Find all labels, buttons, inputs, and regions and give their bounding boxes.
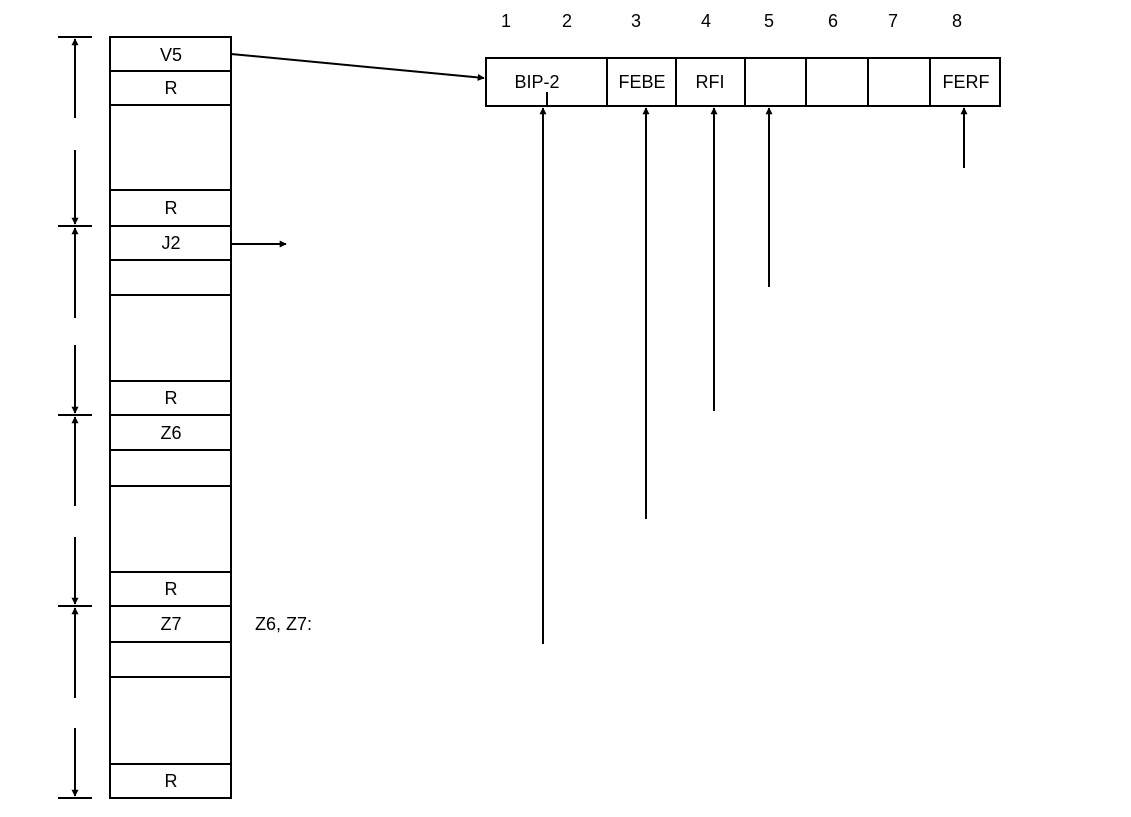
frame-cell-labels: V5 R R J2 R Z6 R Z7 R	[160, 45, 182, 791]
period-dimension-arrows	[58, 36, 92, 799]
bit-number: 8	[952, 11, 962, 31]
cell-r: R	[165, 388, 178, 408]
field-febe: FEBE	[618, 72, 665, 92]
cell-r: R	[165, 78, 178, 98]
bit-number: 1	[501, 11, 511, 31]
v5-byte-box	[485, 57, 1001, 107]
field-callout-arrows	[539, 107, 968, 644]
bit-number: 3	[631, 11, 641, 31]
bit-number: 4	[701, 11, 711, 31]
cell-r: R	[165, 771, 178, 791]
cell-v5: V5	[160, 45, 182, 65]
cell-j2: J2	[161, 233, 180, 253]
field-ferf: FERF	[943, 72, 990, 92]
field-rfi: RFI	[696, 72, 725, 92]
cell-z7: Z7	[160, 614, 181, 634]
frame-outline	[109, 36, 232, 799]
field-bip2: BIP-2	[514, 72, 559, 92]
bit-number: 2	[562, 11, 572, 31]
bit-number: 5	[764, 11, 774, 31]
bit-number: 6	[828, 11, 838, 31]
v5-expand-arrow	[230, 53, 485, 81]
vt-superframe	[109, 36, 232, 799]
bit-numbers: 1 2 3 4 5 6 7 8	[501, 11, 962, 31]
cell-r: R	[165, 579, 178, 599]
byte-outline	[485, 57, 1001, 107]
cell-z6: Z6	[160, 423, 181, 443]
byte-field-labels: BIP-2 FEBE RFI FERF	[514, 72, 989, 92]
bit-number: 7	[888, 11, 898, 31]
z6-z7-note: Z6, Z7:	[255, 614, 312, 634]
cell-r: R	[165, 198, 178, 218]
